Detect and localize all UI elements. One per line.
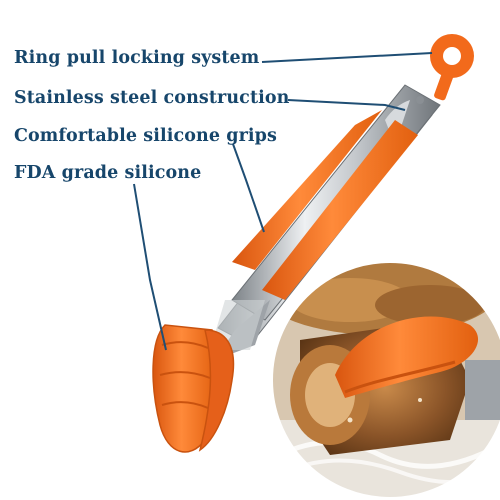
label-stainless: Stainless steel construction [14, 88, 290, 108]
silicone-grip [232, 110, 418, 300]
kitchen-tongs [152, 34, 474, 453]
ring-pull-icon [430, 34, 474, 101]
label-ring-pull: Ring pull locking system [14, 48, 260, 68]
silicone-tips [152, 324, 235, 453]
pointer-lines [133, 52, 433, 351]
pastry-photo [272, 262, 500, 498]
label-fda: FDA grade silicone [14, 163, 202, 183]
label-grips: Comfortable silicone grips [14, 126, 277, 146]
